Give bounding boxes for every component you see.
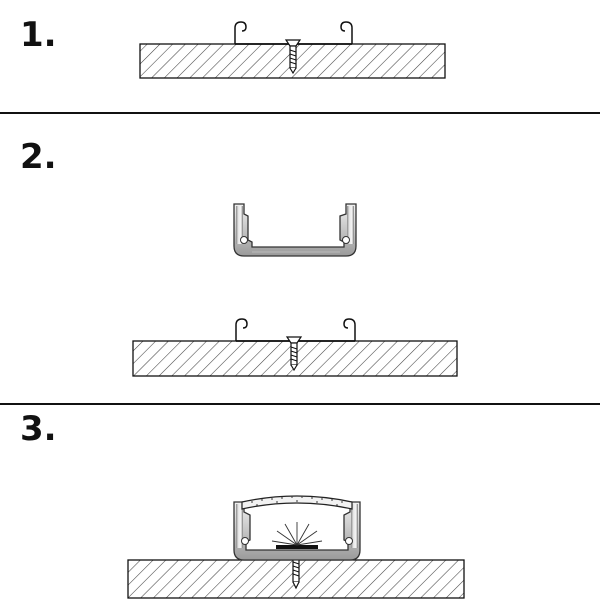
mounting-clip-icon — [343, 318, 356, 341]
divider-1 — [0, 112, 600, 114]
step-2-drawing — [132, 203, 458, 377]
step-1-number: 1. — [20, 15, 57, 55]
led-strip-icon — [271, 522, 323, 549]
step-3-drawing — [127, 495, 465, 599]
mounting-clip-icon — [234, 21, 247, 44]
aluminium-profile-icon — [233, 501, 361, 561]
divider-2 — [0, 403, 600, 405]
diffuser-texture — [251, 496, 343, 506]
step-1-drawing — [139, 21, 446, 79]
screw-icon — [285, 336, 303, 372]
step-2-number: 2. — [20, 137, 57, 177]
screw-icon — [284, 39, 302, 75]
screw-icon — [292, 555, 300, 590]
diffuser-cover-icon — [241, 495, 353, 510]
aluminium-profile-icon — [233, 203, 357, 257]
step-3-number: 3. — [20, 409, 57, 449]
mounting-clip-icon — [235, 318, 248, 341]
mounting-clip-icon — [340, 21, 353, 44]
